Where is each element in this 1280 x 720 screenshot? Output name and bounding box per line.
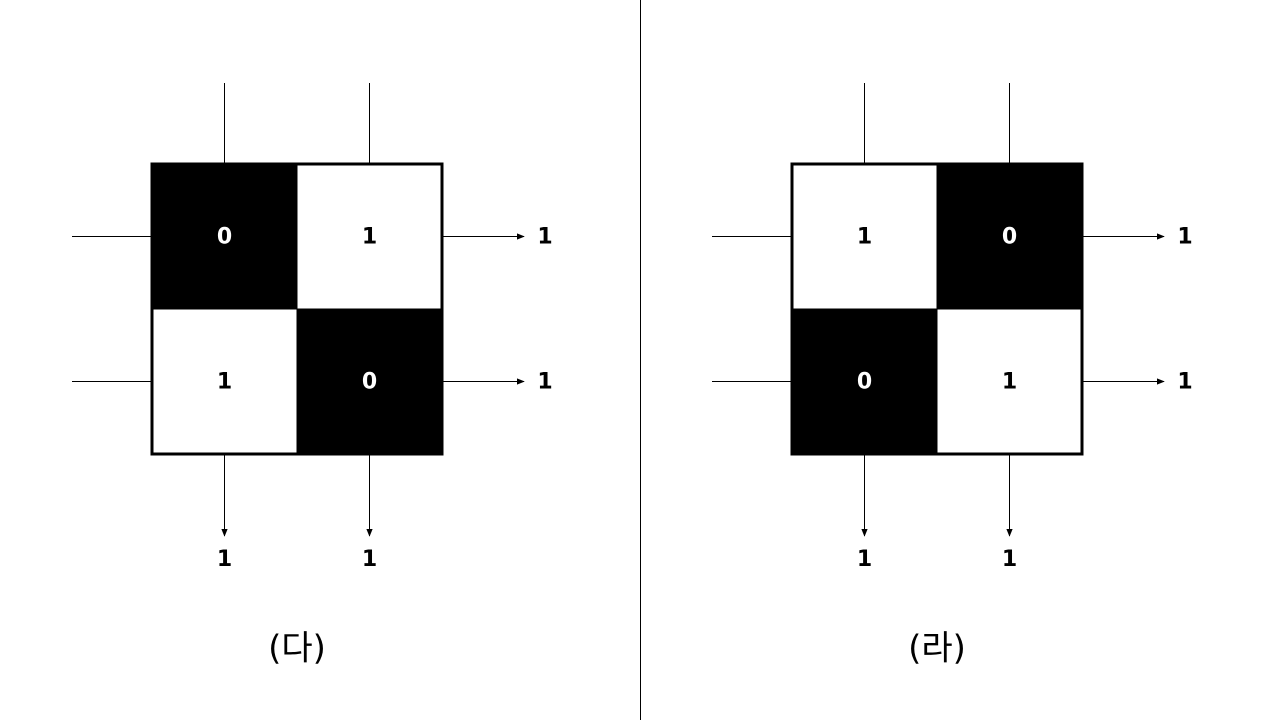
- panel-2: 1 0 0 1 1 1 1 1 (라): [712, 83, 1193, 669]
- grid-border: [790, 162, 1084, 456]
- cell-r1-c2: [297, 164, 442, 309]
- cell-r2-c1: [152, 309, 297, 454]
- cell-r2-c1: [792, 309, 937, 454]
- cell-value: 0: [217, 225, 232, 250]
- grid-border: [150, 162, 444, 456]
- row-output-label: 1: [537, 370, 552, 395]
- cell-r1-c1: [152, 164, 297, 309]
- column-output-label: 1: [217, 547, 232, 572]
- cell-r1-c1: [792, 164, 937, 309]
- row-output-label: 1: [537, 225, 552, 250]
- column-output-label: 1: [1002, 547, 1017, 572]
- row-output-label: 1: [1177, 370, 1192, 395]
- cell-value: 1: [1002, 370, 1017, 395]
- cell-r2-c2: [297, 309, 442, 454]
- cell-value: 1: [362, 225, 377, 250]
- cell-value: 1: [217, 370, 232, 395]
- column-output-label: 1: [857, 547, 872, 572]
- row-output-label: 1: [1177, 225, 1192, 250]
- panel-caption: (라): [908, 629, 966, 669]
- cell-r2-c2: [937, 309, 1082, 454]
- cell-value: 0: [857, 370, 872, 395]
- cell-value: 0: [1002, 225, 1017, 250]
- panel-1: 0 1 1 0 1 1 1 1 (다): [72, 83, 553, 669]
- column-output-label: 1: [362, 547, 377, 572]
- cell-value: 1: [857, 225, 872, 250]
- panel-caption: (다): [268, 629, 326, 669]
- cell-r1-c2: [937, 164, 1082, 309]
- cell-value: 0: [362, 370, 377, 395]
